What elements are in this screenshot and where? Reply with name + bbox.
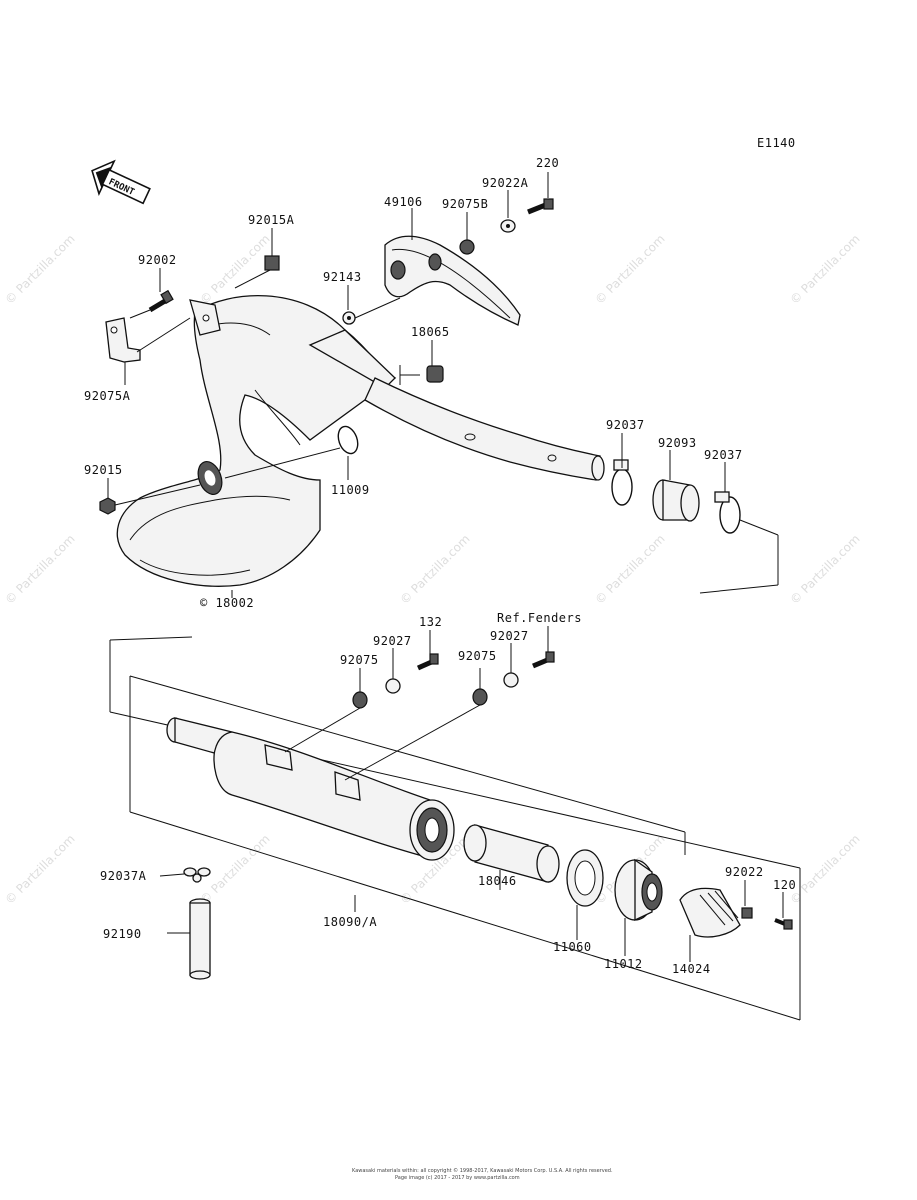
clamp-92037-rear[interactable]	[714, 491, 741, 534]
label-92015A: 92015A	[248, 213, 295, 227]
label-14024: 14024	[672, 962, 711, 976]
diagram-code: E1140	[757, 136, 796, 150]
label-18065: 18065	[411, 325, 450, 339]
label-18046: 18046	[478, 874, 517, 888]
watermark: © Partzilla.com	[592, 232, 667, 307]
bolt-120[interactable]	[774, 918, 793, 930]
bolt-ref-fenders[interactable]	[532, 651, 555, 669]
bolt-132[interactable]	[416, 653, 439, 671]
label-92075-a: 92075	[340, 653, 379, 667]
watermark: © Partzilla.com	[787, 232, 862, 307]
washer-92022A[interactable]	[500, 219, 516, 233]
footer-site: Page image (c) 2017 - 2017 by www.partzi…	[395, 1175, 520, 1181]
label-92093: 92093	[658, 436, 697, 450]
hose-92190[interactable]	[189, 898, 211, 980]
label-92022A: 92022A	[482, 176, 529, 190]
watermark: © Partzilla.com	[2, 832, 77, 907]
collar-92015A[interactable]	[264, 255, 280, 271]
collar-92075-right[interactable]	[472, 688, 488, 706]
bracket-92075A[interactable]	[105, 317, 141, 363]
label-92143: 92143	[323, 270, 362, 284]
damper-92075B[interactable]	[459, 239, 475, 255]
label-92075B: 92075B	[442, 197, 488, 211]
heat-guard-49106[interactable]	[384, 235, 521, 326]
collar-92075-left[interactable]	[352, 691, 368, 709]
label-92002: 92002	[138, 253, 177, 267]
silencer-18090A[interactable]	[166, 717, 455, 861]
label-18090A: 18090/A	[323, 915, 377, 929]
rubber-18065[interactable]	[426, 365, 444, 383]
clip-92037A[interactable]	[183, 867, 211, 883]
joint-92093[interactable]	[652, 479, 700, 522]
spark-arrester-14024[interactable]	[679, 887, 741, 938]
end-cap-11012[interactable]	[614, 858, 663, 922]
gasket-11009[interactable]	[335, 424, 361, 456]
watermark: © Partzilla.com	[787, 532, 862, 607]
footer-copyright: Kawasaki materials within: all copyright…	[352, 1167, 613, 1174]
label-92075-b: 92075	[458, 649, 497, 663]
label-92027-b: 92027	[490, 629, 529, 643]
washer-92022[interactable]	[741, 907, 753, 919]
label-92027-a: 92027	[373, 634, 412, 648]
label-92022: 92022	[725, 865, 764, 879]
label-220: 220	[536, 156, 559, 170]
collar-92143[interactable]	[342, 311, 356, 325]
front-direction-arrow: FRONT	[91, 159, 151, 205]
watermark: © Partzilla.com	[2, 232, 77, 307]
label-92037-b: 92037	[704, 448, 743, 462]
part-labels: 220 92022A 49106 92075B 92015A 92002 921…	[84, 156, 796, 976]
watermark: © Partzilla.com	[397, 532, 472, 607]
label-92190: 92190	[103, 927, 142, 941]
washer-92027-left[interactable]	[385, 678, 401, 694]
watermark: © Partzilla.com	[592, 532, 667, 607]
bolt-220[interactable]	[527, 198, 554, 215]
lower-leader-lines	[159, 626, 784, 962]
label-92015: 92015	[84, 463, 123, 477]
bolt-92002[interactable]	[148, 289, 174, 313]
label-11009: 11009	[331, 483, 370, 497]
label-49106: 49106	[384, 195, 423, 209]
nut-92015[interactable]	[99, 497, 116, 515]
label-92075A: 92075A	[84, 389, 131, 403]
label-92037A: 92037A	[100, 869, 147, 883]
label-132: 132	[419, 615, 442, 629]
label-11012: 11012	[604, 957, 643, 971]
watermark: © Partzilla.com	[787, 832, 862, 907]
label-ref-fenders: Ref.Fenders	[497, 611, 582, 625]
label-18002: © 18002	[200, 596, 254, 610]
expansion-chamber-18002[interactable]	[116, 295, 605, 587]
silencer-outline	[109, 636, 801, 1021]
watermark: © Partzilla.com	[2, 532, 77, 607]
clamp-92037-front[interactable]	[611, 459, 633, 506]
label-120: 120	[773, 878, 796, 892]
label-92037-a: 92037	[606, 418, 645, 432]
gasket-11060[interactable]	[566, 849, 604, 907]
upper-leader-lines	[107, 172, 779, 598]
packing-18046[interactable]	[463, 824, 560, 883]
label-11060: 11060	[553, 940, 592, 954]
washer-92027-right[interactable]	[503, 672, 519, 688]
